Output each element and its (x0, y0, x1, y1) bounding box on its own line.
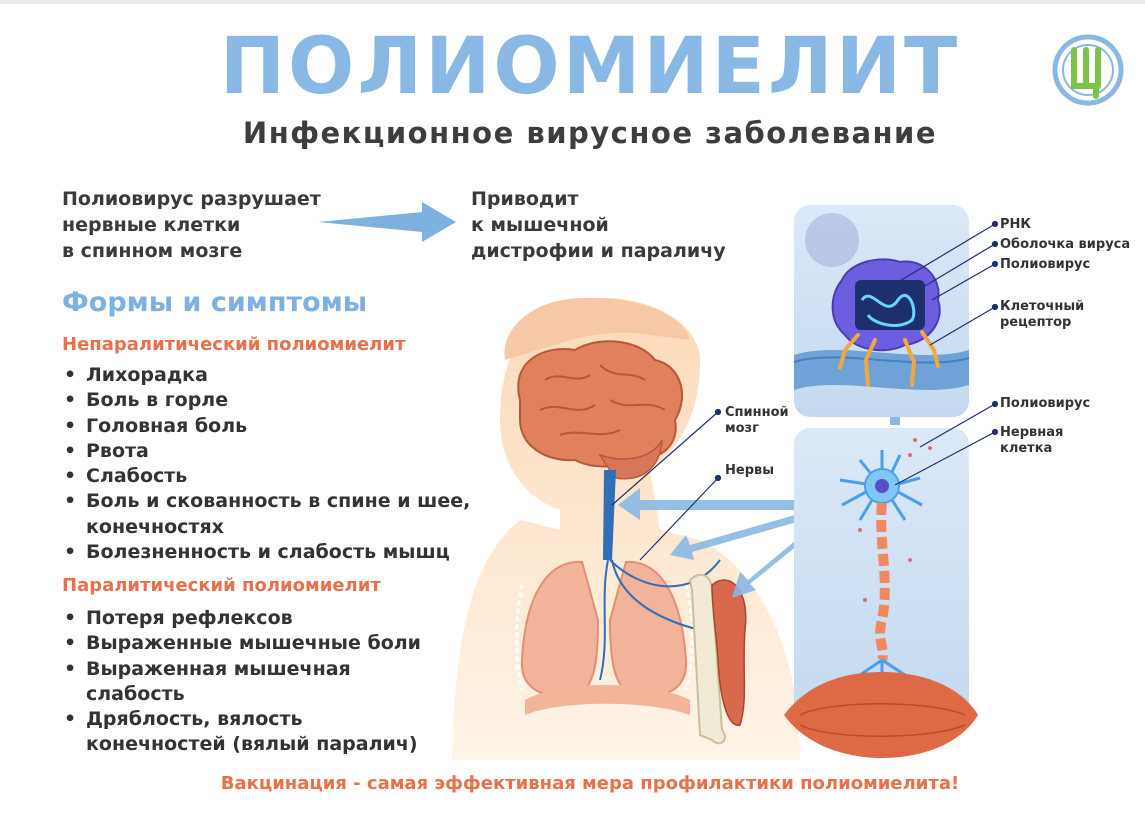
vaccination-note: Вакцинация - самая эффективная мера проф… (220, 773, 960, 794)
symptom-item: Дряблость, вялость конечностей (вялый па… (62, 707, 436, 758)
label-nerve-cell: Нервная клетка (1000, 425, 1064, 456)
callout-lines (611, 220, 999, 561)
symptom-item: Слабость (62, 464, 502, 490)
intro-cause-text: Полиовирус разрушает нервные клетки в сп… (62, 188, 321, 262)
symptom-item: Потеря рефлексов (62, 606, 502, 632)
nonparalytic-symptom-list: Лихорадка Боль в горле Головная боль Рво… (62, 363, 502, 566)
virus-panel (793, 205, 970, 417)
intro-effect-text: Приводит к мышечной дистрофии и параличу (471, 188, 726, 262)
page-title: ПОЛИОМИЕЛИТ (219, 22, 961, 112)
symptom-item: Головная боль (62, 414, 502, 440)
lungs-illustration (515, 560, 694, 715)
label-spinal-cord: Спинной мозг (725, 405, 789, 436)
top-divider (0, 0, 1145, 4)
symptom-item: Болезненность и слабость мышц (62, 540, 502, 566)
spinal-cord (603, 470, 616, 560)
symptom-item: Выраженная мышечная слабость (62, 657, 376, 708)
arrow-right-icon (318, 202, 456, 242)
nerve-lines (599, 559, 721, 681)
label-virus-envelope: Оболочка вируса (1000, 237, 1131, 252)
symptom-item: Лихорадка (62, 363, 502, 389)
page-subtitle: Инфекционное вирусное заболевание (242, 116, 938, 150)
label-poliovirus-top: Полиовирус (1000, 257, 1091, 272)
nonparalytic-title: Непаралитический полиомиелит (62, 334, 406, 355)
label-rna: РНК (1000, 217, 1032, 232)
label-poliovirus-mid: Полиовирус (1000, 396, 1091, 411)
symptom-item: Боль в горле (62, 388, 502, 414)
symptom-item: Рвота (62, 439, 502, 465)
label-nerves: Нервы (725, 463, 774, 478)
paralytic-title: Паралитический полиомиелит (62, 575, 381, 596)
arm-bone-muscle (688, 573, 747, 745)
symptom-item: Боль и скованность в спине и шее, конечн… (62, 489, 486, 540)
forms-title: Формы и симптомы (62, 287, 368, 318)
paralytic-symptom-list: Потеря рефлексов Выраженные мышечные бол… (62, 606, 502, 758)
brain-illustration (517, 340, 684, 480)
label-cell-receptor: Клеточный рецептор (1000, 299, 1085, 330)
child-body (452, 297, 800, 760)
symptom-item: Выраженные мышечные боли (62, 631, 502, 657)
nerve-cell-panel (784, 428, 978, 758)
logo-icon (1052, 34, 1124, 106)
